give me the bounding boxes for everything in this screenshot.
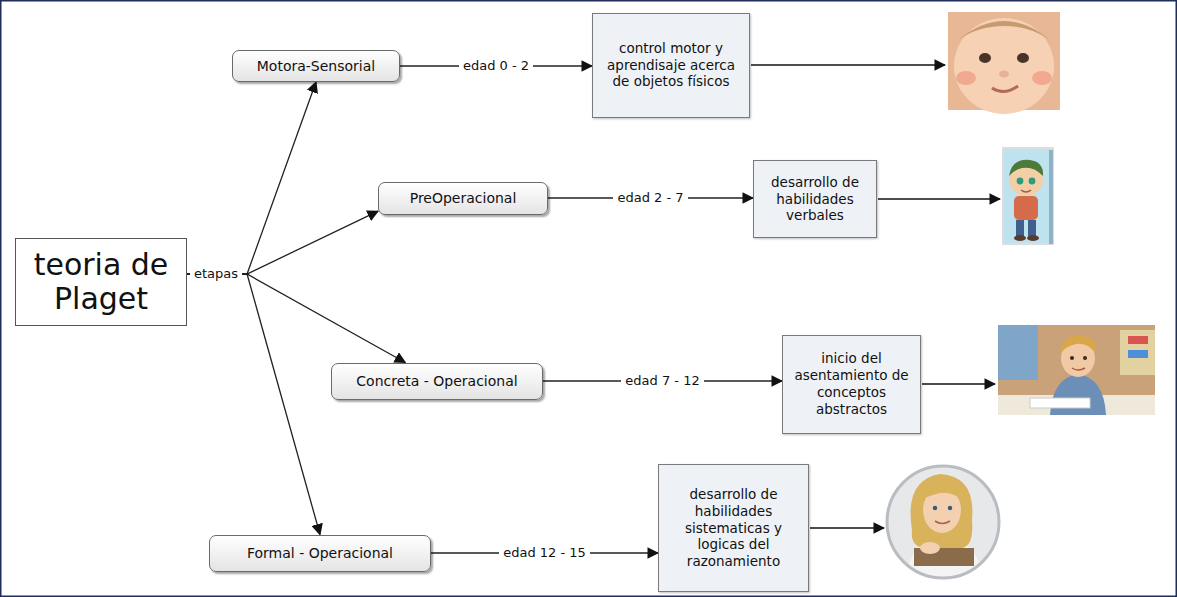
girl-photo bbox=[885, 464, 1005, 584]
edge-label: edad 12 - 15 bbox=[499, 545, 590, 561]
link-phrase: etapas bbox=[190, 266, 242, 282]
concept-box: desarrollo de habilidades verbales bbox=[753, 160, 877, 238]
node-text: Motora-Sensorial bbox=[257, 58, 375, 75]
concept-box: desarrollo de habilidades sistematicas y… bbox=[658, 464, 809, 592]
stage-box: Motora-Sensorial bbox=[232, 50, 400, 82]
schoolboy-photo bbox=[998, 325, 1155, 415]
edge-label: edad 7 - 12 bbox=[621, 373, 703, 389]
root-box: teoria de Plaget bbox=[15, 238, 187, 326]
edge-label: edad 2 - 7 bbox=[613, 190, 687, 206]
edge-label: edad 0 - 2 bbox=[459, 58, 533, 74]
baby-photo bbox=[948, 12, 1060, 114]
connector-arrow bbox=[187, 274, 405, 363]
concept-box: inicio del asentamiento de conceptos abs… bbox=[782, 335, 921, 434]
node-text: control motor y aprendisaje acerca de ob… bbox=[599, 40, 743, 91]
node-text: teoria de Plaget bbox=[24, 248, 178, 317]
picture-arrow bbox=[810, 527, 884, 528]
node-text: desarrollo de habilidades verbales bbox=[760, 174, 870, 225]
stage-box: Formal - Operacional bbox=[209, 535, 431, 572]
connector-arrow bbox=[187, 274, 320, 535]
stage-box: PreOperacional bbox=[378, 182, 548, 215]
connector-arrow bbox=[187, 82, 316, 274]
stage-box: Concreta - Operacional bbox=[331, 363, 543, 400]
node-text: inicio del asentamiento de conceptos abs… bbox=[789, 350, 914, 418]
picture-arrow bbox=[751, 64, 945, 65]
connector-arrow bbox=[187, 211, 378, 274]
picture-arrow bbox=[878, 198, 1000, 199]
picture-arrow bbox=[922, 383, 995, 384]
cartoon-child bbox=[1003, 148, 1053, 244]
node-text: Formal - Operacional bbox=[247, 545, 393, 562]
node-text: PreOperacional bbox=[410, 190, 517, 207]
node-text: desarrollo de habilidades sistematicas y… bbox=[665, 486, 802, 570]
node-text: Concreta - Operacional bbox=[356, 373, 517, 390]
concept-box: control motor y aprendisaje acerca de ob… bbox=[592, 13, 750, 118]
